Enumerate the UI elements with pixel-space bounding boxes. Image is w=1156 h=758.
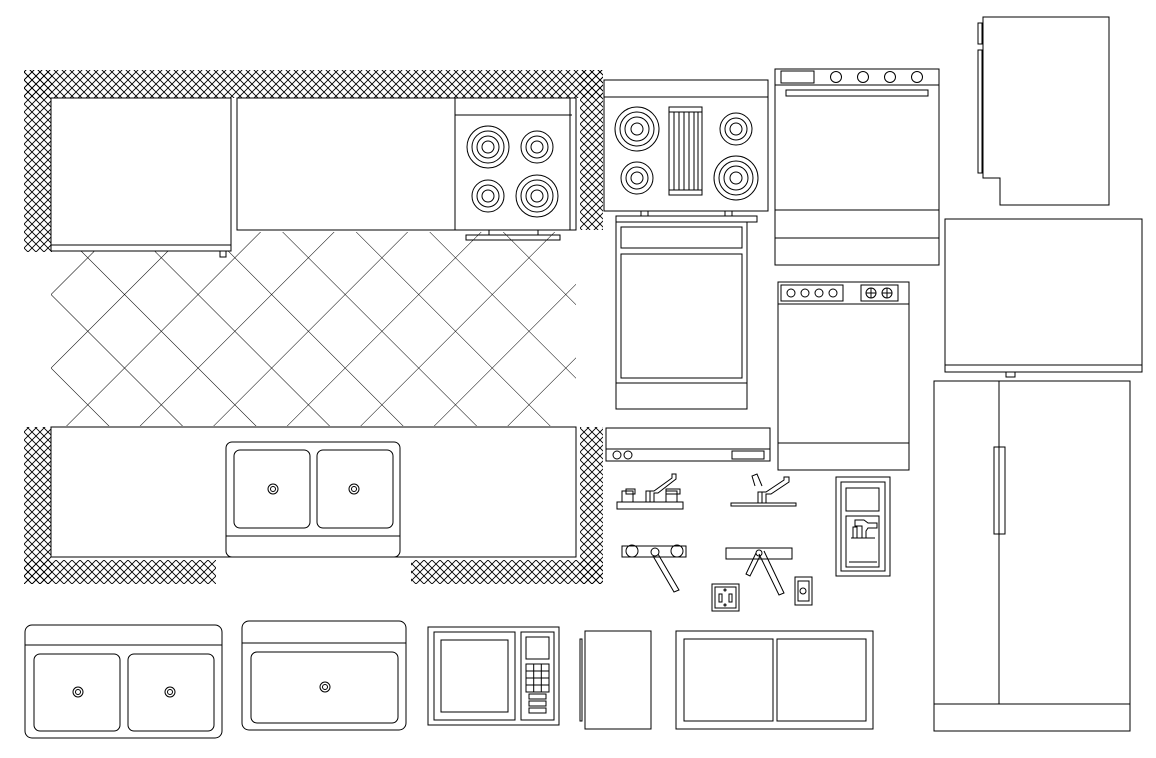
dial-icon [866,288,876,298]
wall-cabinet-front [945,219,1142,377]
faucet-single-top-view [726,548,792,595]
light-switch-plate [712,584,739,611]
counter-double-sink [226,442,400,557]
kitchen-plan [24,70,603,584]
light-icon [613,451,621,459]
double-bowl-sink [25,625,222,738]
control-knob-icon [885,72,896,83]
handle-knob-icon [626,545,638,557]
control-knob-icon [858,72,869,83]
light-icon [624,451,632,459]
drain-icon [73,687,83,697]
phone-jack-plate [795,577,812,605]
drain-icon [320,682,330,692]
dial-icon [882,288,892,298]
faucet-top-view [622,545,686,592]
counter-cooktop [466,126,560,240]
control-knob-icon [831,72,842,83]
griddle-icon [669,107,702,195]
single-bowl-sink [242,621,406,730]
control-knob-icon [787,289,795,297]
faucet-front-view [617,474,683,509]
microwave-front-view [428,627,559,725]
range-top-view [604,80,768,216]
upper-counter-right [237,98,576,230]
handle-knob-icon [671,545,683,557]
faucet-single-handle-front [731,474,796,506]
burner-icon [521,131,553,163]
floor-tile-pattern [51,232,576,426]
bottom-wall-hatch [24,427,603,584]
top-wall-hatch [24,70,603,252]
oven-front-view [616,216,757,409]
dishwasher-small-front [778,282,909,470]
water-dispenser [836,477,890,576]
upper-counter-left [51,98,231,257]
burner-icon [516,175,558,217]
keypad-icon [526,664,549,692]
range-hood [606,428,770,461]
side-by-side-refrigerator [934,381,1130,731]
refrigerator-side-view [978,17,1109,205]
lower-counter [51,427,576,557]
base-cabinet-door [580,631,651,729]
control-knob-icon [815,289,823,297]
drain-icon [349,484,359,494]
burner-icon [615,107,659,151]
dishwasher-front-view [775,69,939,265]
burner-icon [472,180,504,212]
burner-icon [467,126,509,168]
control-knob-icon [801,289,809,297]
drain-icon [165,687,175,697]
fridge-handle [994,447,1005,534]
drain-icon [268,484,278,494]
burner-icon [621,162,653,194]
burner-icon [720,113,752,145]
control-knob-icon [829,289,837,297]
burner-icon [714,156,758,200]
control-knob-icon [912,72,923,83]
double-door-cabinet [676,631,873,729]
